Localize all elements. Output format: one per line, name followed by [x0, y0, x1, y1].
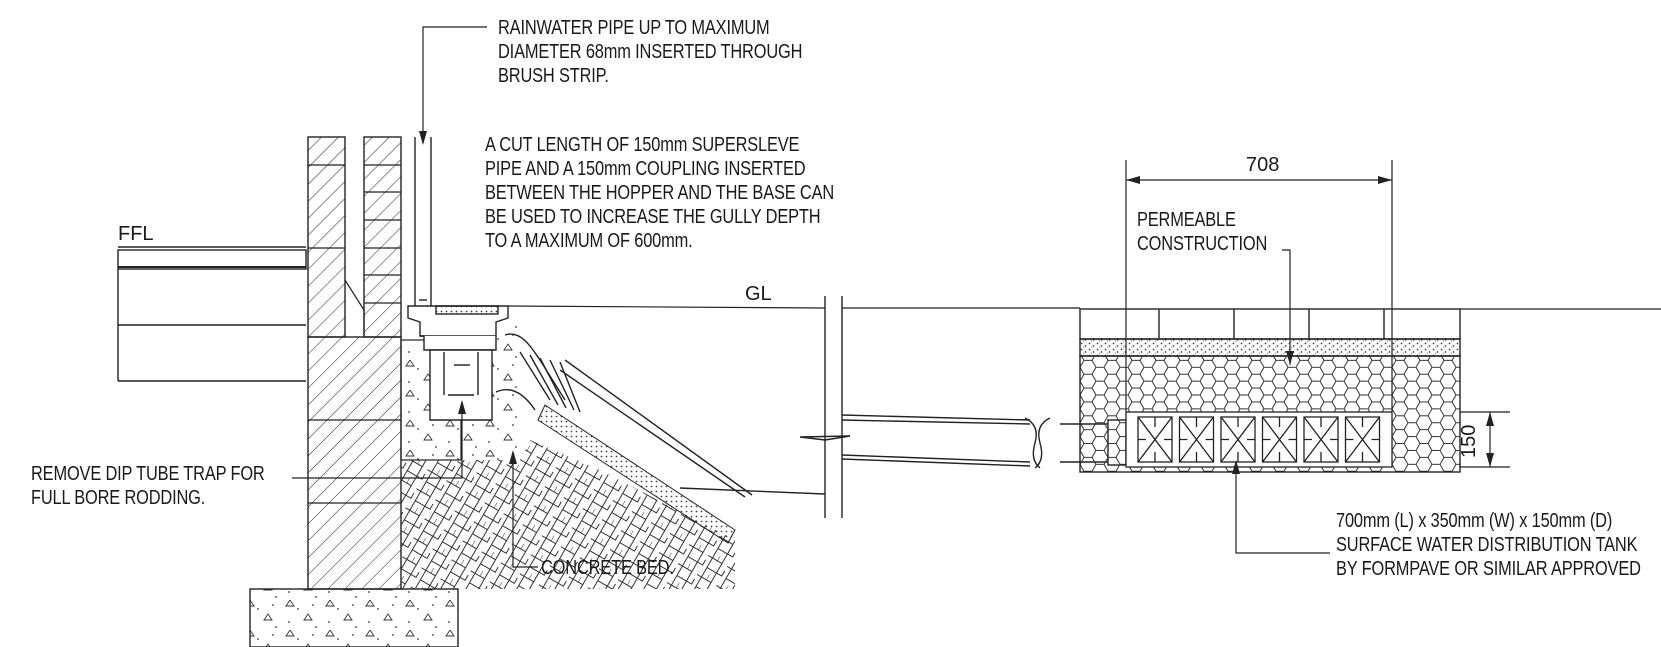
ground-line	[507, 305, 1661, 310]
note-concrete-bed: CONCRETE BED.	[541, 557, 674, 579]
outlet-pipe-bend	[495, 333, 753, 498]
tank-cell-bracing	[1303, 416, 1339, 463]
dimension-150-label: 150	[1458, 424, 1480, 458]
drain-pipe-run	[679, 414, 1127, 495]
floor-slab	[117, 246, 307, 382]
leaders	[292, 26, 1330, 568]
dimension-150	[1460, 411, 1510, 468]
tank-cell-bracing	[1261, 416, 1298, 463]
cavity-wall-outer-leaf	[307, 136, 346, 338]
dimension-708-label: 708	[1246, 154, 1279, 176]
note-cut-length: A CUT LENGTH OF 150mm SUPERSLEVE PIPE AN…	[485, 134, 835, 252]
foundation-masonry	[307, 336, 402, 590]
tank-cell-bracing	[1344, 416, 1381, 463]
break-lines	[799, 296, 851, 518]
dimension-708	[1125, 160, 1393, 412]
distribution-tank	[1125, 411, 1393, 468]
concrete-footing	[249, 588, 459, 647]
cavity-wall-inner-leaf	[363, 136, 402, 338]
tank-cell-bracing	[1137, 416, 1173, 463]
cavity-tray	[344, 279, 365, 337]
gravel-bedding	[537, 404, 736, 544]
note-dip-tube: REMOVE DIP TUBE TRAP FOR FULL BORE RODDI…	[31, 463, 265, 509]
note-rainwater-pipe: RAINWATER PIPE UP TO MAXIMUM DIAMETER 68…	[498, 17, 803, 87]
note-distribution-tank: 700mm (L) x 350mm (W) x 150mm (D) SURFAC…	[1336, 510, 1641, 580]
label-gl: GL	[745, 283, 772, 305]
gully-unit	[407, 305, 509, 421]
rainwater-pipe	[414, 137, 432, 306]
label-ffl: FFL	[118, 223, 154, 245]
subsoil	[401, 440, 735, 589]
tank-cell-bracing	[1220, 416, 1256, 463]
tank-cell-bracing	[1178, 416, 1215, 463]
note-permeable-construction: PERMEABLE CONSTRUCTION	[1137, 209, 1268, 255]
